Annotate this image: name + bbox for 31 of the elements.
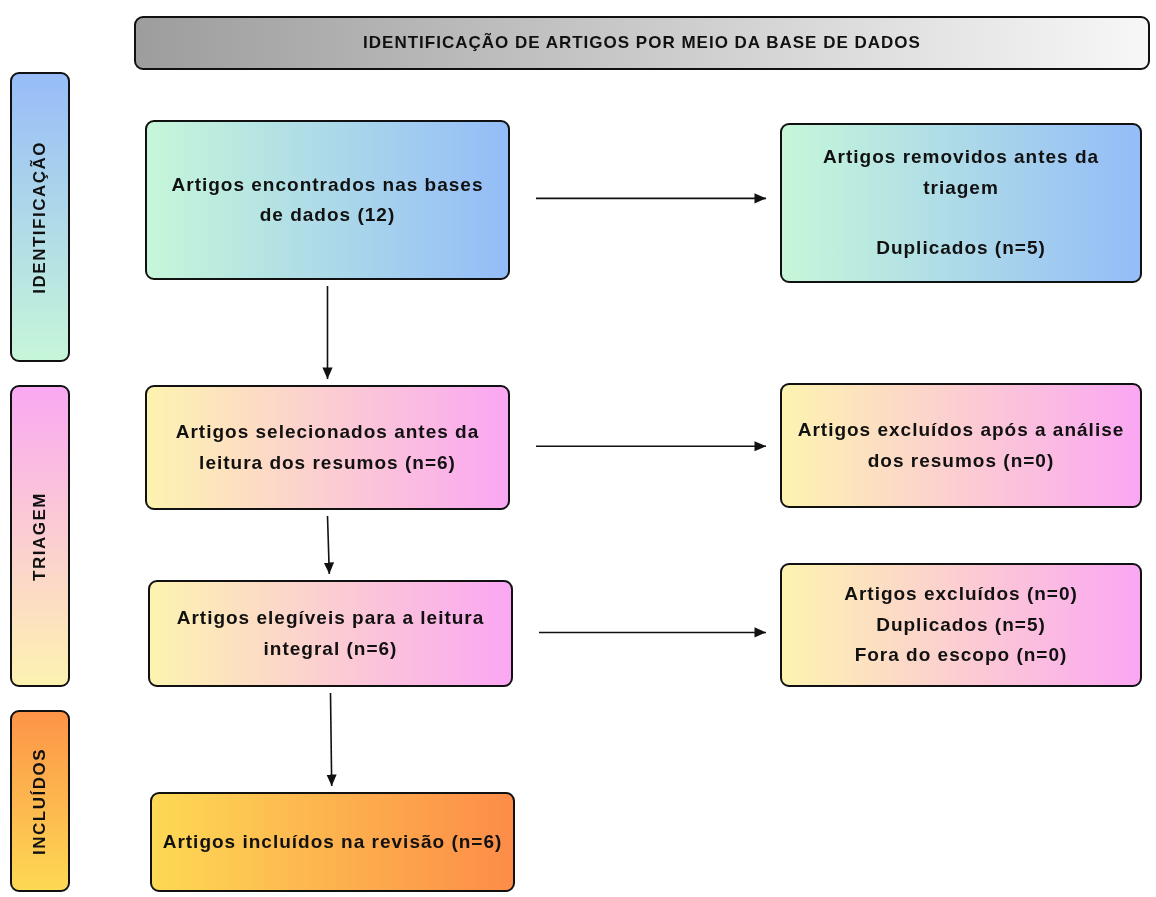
box-text: Artigos excluídos após a análise dos resumos (n=0) bbox=[796, 418, 1126, 473]
box-text: Artigos incluídos na revisão (n=6) bbox=[162, 829, 503, 854]
process-box bbox=[780, 383, 1142, 508]
box-text: Artigos elegíveis para a leitura integral (n=6) bbox=[175, 606, 486, 661]
phase-label: INCLUÍDOS bbox=[29, 747, 51, 855]
title-banner bbox=[134, 16, 1150, 70]
box-text: Artigos excluídos (n=0) bbox=[844, 582, 1078, 607]
phase-label: IDENTIFICAÇÃO bbox=[29, 140, 51, 294]
box-text: Artigos removidos antes da triagem bbox=[821, 145, 1101, 200]
arrow bbox=[535, 441, 767, 452]
phase-band bbox=[10, 710, 70, 892]
process-box bbox=[148, 580, 513, 687]
arrow bbox=[535, 193, 767, 204]
process-box bbox=[145, 385, 510, 510]
phase-band bbox=[10, 72, 70, 362]
phase-band bbox=[10, 385, 70, 687]
process-box bbox=[780, 563, 1142, 687]
process-box bbox=[145, 120, 510, 280]
process-box bbox=[780, 123, 1142, 283]
arrow bbox=[538, 627, 767, 638]
box-text: Duplicados (n=5) bbox=[876, 236, 1046, 261]
box-text: Duplicados (n=5) bbox=[876, 612, 1046, 637]
arrow bbox=[323, 515, 335, 575]
box-text: Artigos selecionados antes da leitura dos resumos (n=6) bbox=[174, 420, 481, 475]
title-text: IDENTIFICAÇÃO DE ARTIGOS POR MEIO DA BASE DE DADOS bbox=[363, 32, 921, 55]
process-box bbox=[150, 792, 515, 892]
phase-label: TRIAGEM bbox=[29, 491, 51, 581]
arrow bbox=[326, 692, 337, 787]
arrow bbox=[322, 285, 333, 380]
box-text: Fora do escopo (n=0) bbox=[854, 643, 1068, 668]
box-text: Artigos encontrados nas bases de dados (12) bbox=[170, 172, 485, 227]
